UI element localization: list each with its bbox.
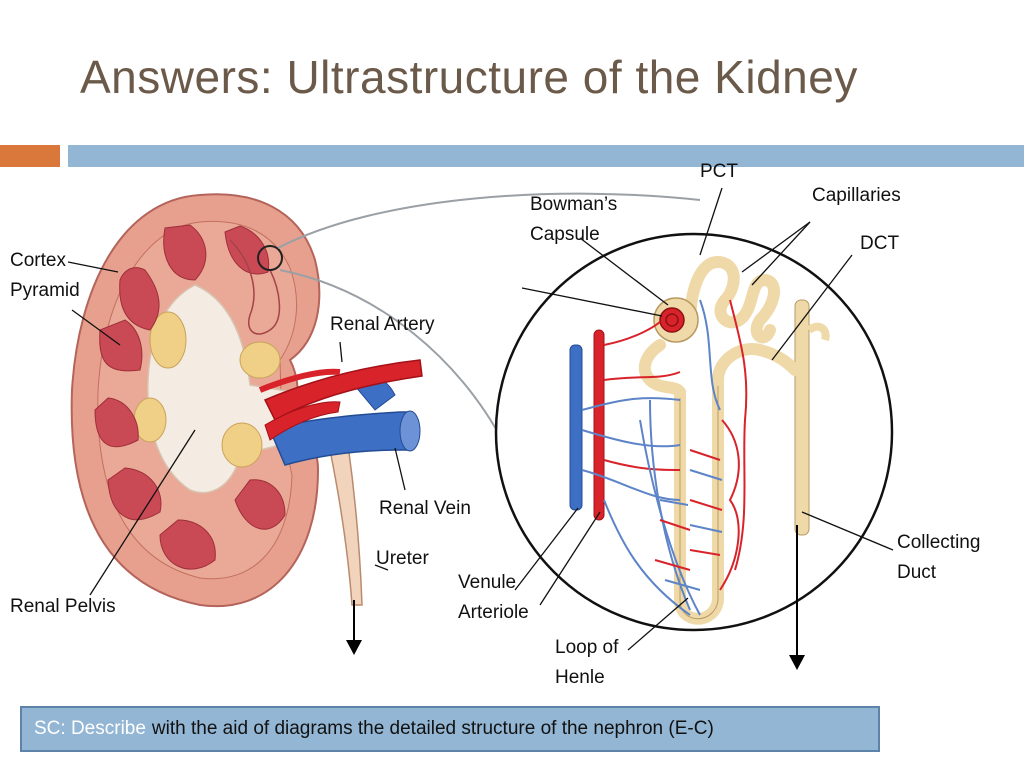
ureter-shape xyxy=(329,444,363,606)
renal-pyramid xyxy=(94,397,139,448)
renal-fat xyxy=(239,341,281,379)
label-renal-pelvis: Renal Pelvis xyxy=(10,596,116,617)
magnified-area-circle xyxy=(257,245,283,271)
renal-pyramid xyxy=(107,467,162,521)
label-dct: DCT xyxy=(860,233,900,254)
dct-shape xyxy=(712,343,801,386)
pct-shape xyxy=(684,256,780,344)
renal-pyramid xyxy=(99,319,143,372)
label-renal-vein: Renal Vein xyxy=(379,498,471,519)
label-pyramid: Pyramid xyxy=(10,280,80,301)
renal-pyramid xyxy=(163,224,207,281)
magnification-line xyxy=(279,269,506,446)
nephron-illustration xyxy=(494,232,894,670)
label-renal-artery: Renal Artery xyxy=(330,314,435,335)
label-loop-line1: Loop of xyxy=(555,637,619,658)
label-pct: PCT xyxy=(700,161,738,182)
label-venule: Venule xyxy=(458,572,517,593)
accent-bar-orange xyxy=(0,145,60,167)
success-criteria-box: SC: Describe with the aid of diagrams th… xyxy=(20,706,880,752)
renal-pyramid xyxy=(119,267,160,331)
venule-vessel xyxy=(569,344,583,511)
renal-fat xyxy=(221,422,263,468)
label-ureter: Ureter xyxy=(376,548,429,569)
label-bowmans-line1: Bowman’s xyxy=(530,194,618,215)
label-capillaries: Capillaries xyxy=(812,185,901,206)
glomerulus xyxy=(659,307,685,333)
label-collecting-line2: Duct xyxy=(897,562,937,583)
accent-bar-blue xyxy=(68,145,1024,167)
success-criteria-text: with the aid of diagrams the detailed st… xyxy=(151,718,714,739)
label-loop-line2: Henle xyxy=(555,667,605,688)
arteriole-vessel xyxy=(593,329,605,521)
label-arteriole: Arteriole xyxy=(458,602,529,623)
renal-pyramid xyxy=(234,479,286,530)
label-cortex: Cortex xyxy=(10,250,66,271)
label-bowmans-line2: Capsule xyxy=(530,224,600,245)
collecting-duct-shape xyxy=(794,299,810,536)
page-title: Answers: Ultrastructure of the Kidney xyxy=(80,51,858,103)
label-collecting-line1: Collecting xyxy=(897,532,981,553)
renal-artery-shape xyxy=(263,359,423,422)
kidney-illustration xyxy=(70,193,423,655)
renal-fat xyxy=(133,397,167,443)
renal-fat xyxy=(149,311,187,369)
magnification-line xyxy=(277,192,701,249)
renal-pyramid xyxy=(159,519,216,570)
success-criteria-prefix: SC: Describe xyxy=(34,718,146,739)
leader-lines xyxy=(67,187,894,651)
